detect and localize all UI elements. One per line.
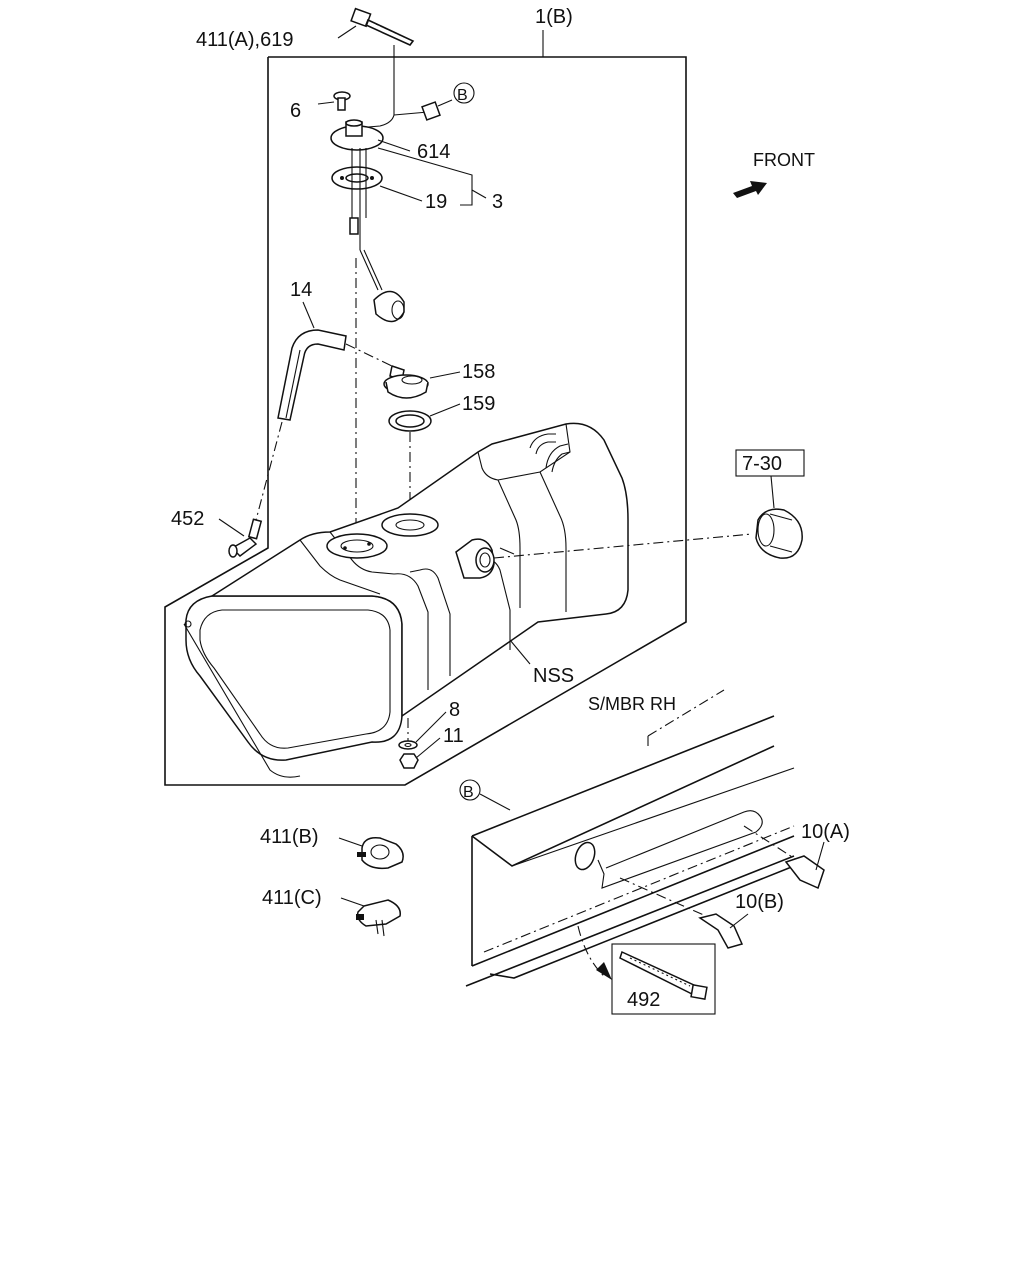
clip-411b	[357, 836, 404, 870]
label-clip-c: 411(C)	[262, 887, 322, 909]
cable-tie-492	[619, 950, 708, 1000]
label-bracket-b: 10(B)	[735, 891, 784, 913]
bracket-10a	[784, 855, 825, 890]
assembly-frame	[164, 30, 687, 786]
label-cable-tie: 492	[627, 989, 660, 1011]
fuel-hose	[255, 329, 393, 521]
label-side-member: S/MBR RH	[588, 694, 676, 714]
label-nut: 11	[443, 725, 464, 747]
label-front: FRONT	[753, 150, 815, 170]
packing-ring	[388, 410, 432, 432]
filler-neck	[383, 365, 429, 399]
band-tie-part	[350, 7, 415, 46]
label-filler-neck: 158	[462, 361, 495, 383]
label-cap-ref: 7-30	[742, 453, 782, 475]
label-clip-b: 411(B)	[260, 826, 319, 848]
side-member-rh	[465, 715, 795, 987]
label-screw: 6	[290, 100, 301, 122]
label-band-tie: 411(A),619	[196, 29, 293, 51]
label-side-member-ref: B	[463, 784, 474, 801]
label-washer: 8	[449, 699, 460, 721]
label-nss: NSS	[533, 665, 574, 687]
fuel-tank	[183, 422, 629, 778]
nut	[399, 753, 419, 769]
label-connector-ref: B	[457, 87, 468, 104]
elbow-fitting	[228, 518, 263, 558]
bracket-10b	[698, 913, 744, 949]
fuel-cap	[755, 508, 803, 559]
label-bracket-a: 10(A)	[801, 821, 850, 843]
washer	[398, 740, 418, 750]
label-gauge-unit: 614	[417, 141, 450, 163]
label-sender-assy: 3	[492, 191, 503, 213]
fuel-sender-unit	[317, 45, 453, 323]
label-gasket: 19	[425, 191, 447, 213]
arrow-right-icon	[733, 181, 767, 198]
label-elbow: 452	[171, 508, 204, 530]
label-assembly: 1(B)	[535, 6, 573, 28]
clip-411c	[356, 899, 401, 937]
label-packing: 159	[462, 393, 495, 415]
label-hose: 14	[290, 279, 312, 301]
